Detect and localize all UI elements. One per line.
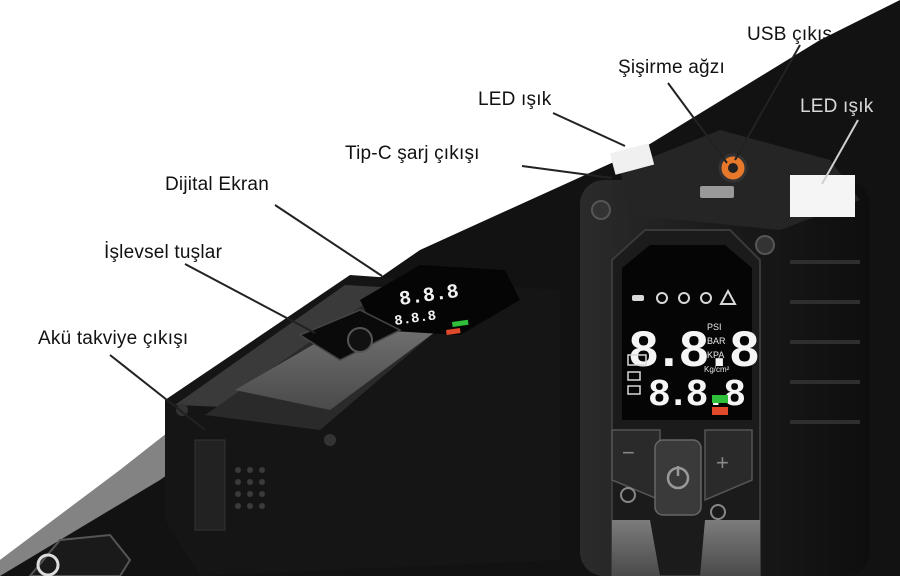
callout-led-light-right: LED ışık (800, 96, 874, 117)
callout-battery-boost-output: Akü takviye çıkışı (38, 328, 189, 349)
display-unit-kpa: KPA (707, 350, 724, 360)
leader-lines (109, 44, 801, 431)
callout-usb-output: USB çıkış (747, 24, 833, 45)
svg-text:+: + (716, 450, 729, 475)
device-right: 8.8.8 8.8.8 PSI BAR KPA Kg/cm² − + (580, 130, 870, 576)
left-side-vents (235, 467, 265, 509)
callout-led-light-left: LED ışık (478, 89, 552, 110)
display-unit-psi: PSI (707, 322, 722, 332)
battery-icon (627, 354, 647, 366)
display-unit-bar: BAR (707, 336, 726, 346)
callout-typec-output: Tip-C şarj çıkışı (345, 143, 480, 164)
left-display (360, 265, 520, 335)
callout-inflation-nozzle: Şişirme ağzı (618, 57, 725, 78)
indicator-green (712, 395, 728, 403)
display-main-digits: 8.8.8 (628, 323, 758, 382)
display-secondary-digits: 8.8.8 (648, 374, 744, 417)
callout-function-buttons: İşlevsel tuşlar (104, 242, 223, 263)
led-strip-left (609, 143, 655, 175)
right-display (622, 245, 752, 420)
usb-port (700, 186, 734, 198)
svg-text:−: − (622, 440, 635, 465)
svg-text:8.8.8: 8.8.8 (393, 308, 437, 330)
display-mode-icons (632, 288, 737, 305)
leader-line-led-right (821, 119, 859, 185)
display-unit-kgcm: Kg/cm² (704, 365, 730, 374)
power-button (654, 439, 702, 516)
callout-digital-display: Dijital Ekran (165, 174, 269, 195)
indicator-red (712, 407, 728, 415)
device-left: 8.8.8 8.8.8 (28, 265, 560, 576)
